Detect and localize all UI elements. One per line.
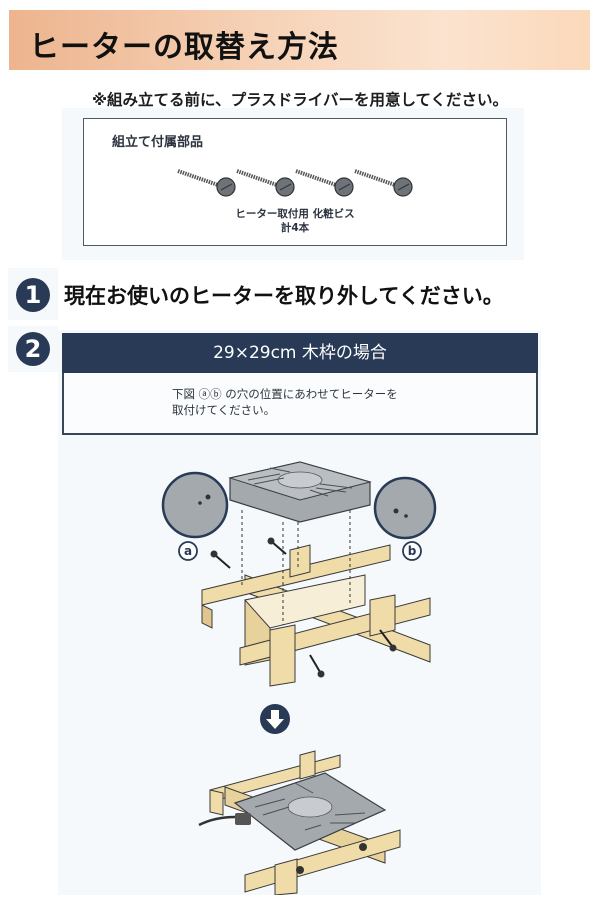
parts-panel: 組立て付属部品 ヒーター取付用	[62, 108, 524, 260]
screws-illustration	[177, 169, 413, 197]
detail-b-circle	[373, 476, 437, 540]
step-2-number: 2	[16, 332, 50, 366]
instruction-line1: 下図 ⓐⓑ の穴の位置にあわせてヒーターを	[172, 387, 398, 401]
frame-instruction-box: 下図 ⓐⓑ の穴の位置にあわせてヒーターを 取付けてください。	[62, 373, 538, 435]
step-1-number: 1	[16, 278, 50, 312]
title-banner: ヒーターの取替え方法	[9, 10, 590, 70]
label-a-icon: a	[178, 541, 198, 561]
frame-size-header: 29×29cm 木枠の場合	[62, 333, 538, 373]
exploded-assembly-illustration: a b	[161, 461, 437, 687]
label-b-icon: b	[402, 541, 422, 561]
detail-a-circle	[161, 471, 229, 539]
wood-frame	[201, 544, 431, 687]
preparation-note: ※組み立てる前に、プラスドライバーを用意してください。	[91, 91, 509, 109]
heater-unit	[228, 461, 372, 523]
page-title: ヒーターの取替え方法	[29, 30, 339, 65]
parts-title: 組立て付属部品	[112, 135, 204, 150]
included-parts-box: 組立て付属部品 ヒーター取付用	[83, 118, 507, 246]
parts-caption-line2: 計4本	[280, 222, 310, 234]
step-1-text: 現在お使いのヒーターを取り外してください。	[64, 284, 504, 308]
screw-icon	[177, 169, 236, 197]
parts-caption-line1: ヒーター取付用 化粧ビス	[235, 208, 355, 220]
svg-text:b: b	[408, 544, 417, 558]
assembled-illustration	[198, 750, 401, 895]
down-arrow-icon	[260, 704, 290, 734]
instruction-line2: 取付けてください。	[172, 403, 276, 417]
heater-installed	[198, 772, 387, 851]
parts-caption: ヒーター取付用 化粧ビス 計4本	[84, 207, 506, 235]
svg-text:a: a	[184, 544, 192, 558]
